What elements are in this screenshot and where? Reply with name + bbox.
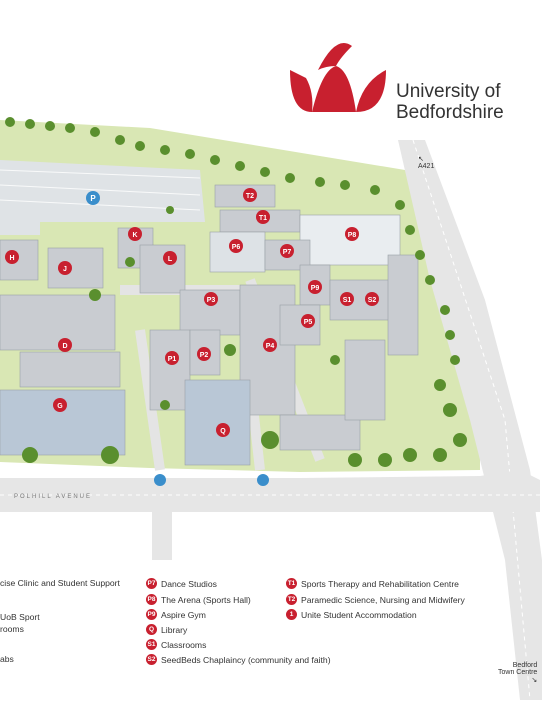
a421-label: A421 bbox=[418, 163, 435, 170]
bedford-label-line2: Town Centre bbox=[498, 669, 538, 676]
university-name: University of Bedfordshire bbox=[396, 81, 504, 123]
marker-G: G bbox=[53, 398, 67, 412]
marker-T1: T1 bbox=[256, 210, 270, 224]
svg-text:P2: P2 bbox=[200, 352, 209, 359]
svg-text:P5: P5 bbox=[304, 319, 313, 326]
marker-Q: Q bbox=[216, 423, 230, 437]
legend-item: UoB Sport bbox=[0, 612, 40, 622]
marker-J: J bbox=[58, 261, 72, 275]
building-markers: H J K L D G T2 T1 P8 P6 P7 P9 S1 S2 P3 P… bbox=[5, 188, 379, 437]
svg-text:P1: P1 bbox=[168, 356, 177, 363]
svg-text:P9: P9 bbox=[311, 285, 320, 292]
marker-P5: P5 bbox=[301, 314, 315, 328]
marker-P3: P3 bbox=[204, 292, 218, 306]
university-logo bbox=[290, 43, 386, 112]
marker-P9: P9 bbox=[308, 280, 322, 294]
svg-text:P6: P6 bbox=[232, 244, 241, 251]
bedford-label-line1: Bedford bbox=[512, 662, 538, 669]
svg-text:S1: S1 bbox=[343, 297, 352, 304]
car-park bbox=[0, 160, 205, 235]
marker-D: D bbox=[58, 338, 72, 352]
marker-P6: P6 bbox=[229, 239, 243, 253]
marker-P7: P7 bbox=[280, 244, 294, 258]
svg-text:T1: T1 bbox=[259, 215, 267, 222]
legend-item: rooms bbox=[0, 624, 24, 634]
marker-T2: T2 bbox=[243, 188, 257, 202]
marker-L: L bbox=[163, 251, 177, 265]
svg-text:P7: P7 bbox=[283, 249, 292, 256]
svg-text:T2: T2 bbox=[246, 193, 254, 200]
svg-text:K: K bbox=[132, 232, 137, 239]
legend-item: abs bbox=[0, 654, 14, 664]
polhill-avenue bbox=[0, 470, 540, 512]
marker-S2: S2 bbox=[365, 292, 379, 306]
side-road bbox=[152, 512, 172, 560]
svg-text:G: G bbox=[57, 403, 63, 410]
bedford-direction: Bedford Town Centre ↘ bbox=[498, 662, 537, 684]
a421-direction: ↖ A421 bbox=[418, 155, 434, 170]
university-name-line1: University of bbox=[396, 81, 501, 102]
university-name-line2: Bedfordshire bbox=[396, 102, 504, 123]
svg-text:P8: P8 bbox=[348, 232, 357, 239]
parking-badge bbox=[86, 191, 100, 205]
arrow-up-icon: ↖ bbox=[418, 156, 424, 163]
svg-text:H: H bbox=[9, 255, 14, 262]
marker-P2: P2 bbox=[197, 347, 211, 361]
polhill-avenue-label: POLHILL AVENUE bbox=[14, 494, 92, 500]
marker-S1: S1 bbox=[340, 292, 354, 306]
marker-P1: P1 bbox=[165, 351, 179, 365]
svg-text:P3: P3 bbox=[207, 297, 216, 304]
arrow-down-icon: ↘ bbox=[531, 677, 538, 684]
parking-label: P bbox=[90, 194, 96, 203]
svg-text:J: J bbox=[63, 266, 67, 273]
trees bbox=[5, 117, 467, 467]
svg-text:P4: P4 bbox=[266, 343, 275, 350]
legend-item: cise Clinic and Student Support bbox=[0, 578, 120, 588]
marker-H: H bbox=[5, 250, 19, 264]
marker-P8: P8 bbox=[345, 227, 359, 241]
svg-text:S2: S2 bbox=[368, 297, 377, 304]
svg-text:L: L bbox=[168, 256, 173, 263]
svg-text:D: D bbox=[62, 343, 67, 350]
entrance-icon bbox=[257, 474, 269, 486]
entrance-icon bbox=[154, 474, 166, 486]
marker-P4: P4 bbox=[263, 338, 277, 352]
svg-text:Q: Q bbox=[220, 428, 226, 435]
marker-K: K bbox=[128, 227, 142, 241]
